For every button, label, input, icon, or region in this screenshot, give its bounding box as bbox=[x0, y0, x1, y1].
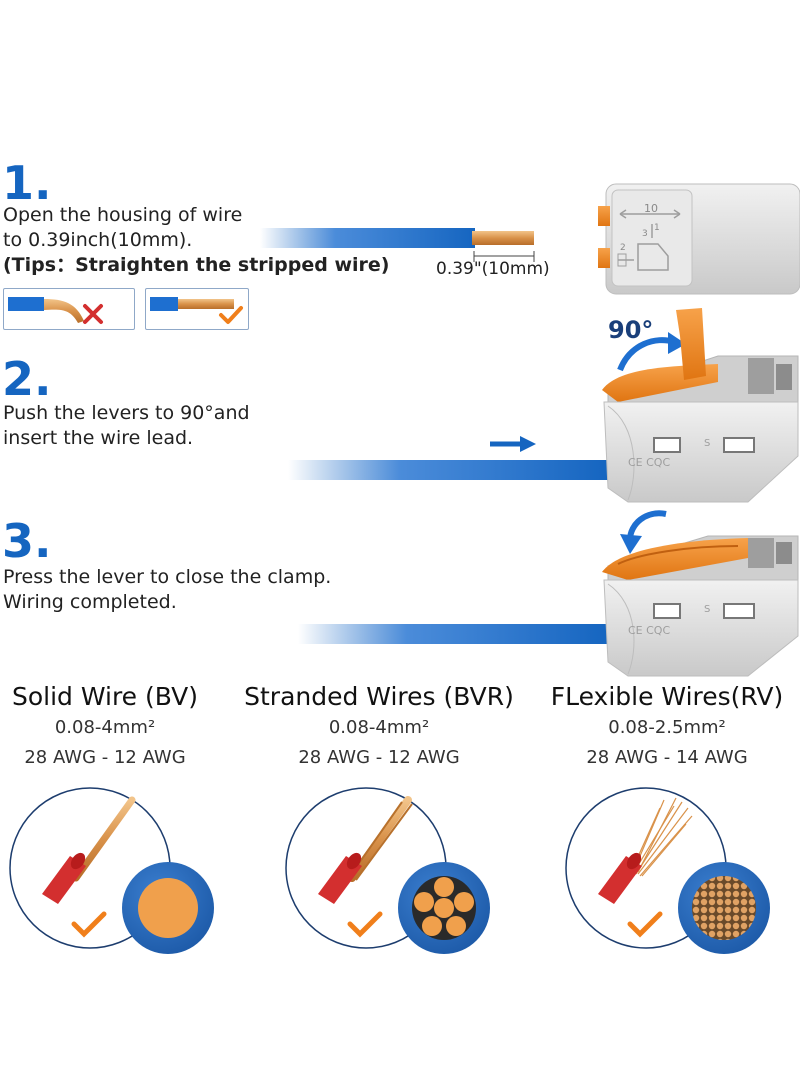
connector-top-view: 10 1 2 3 bbox=[598, 183, 800, 295]
connector-mark-1: 1 bbox=[654, 223, 660, 233]
arrow-right-icon bbox=[488, 434, 538, 454]
wire-type-title: Solid Wire (BV) bbox=[11, 682, 199, 711]
wire-type-awg: 28 AWG - 12 AWG bbox=[24, 747, 186, 768]
connector-mark-2: 2 bbox=[620, 243, 626, 253]
connector-open-lever: CE CQC S bbox=[602, 308, 799, 503]
connector-closed-lever: CE CQC S bbox=[602, 535, 799, 677]
step-3-wire bbox=[298, 624, 608, 644]
wire-type-flexible: FLexible Wires(RV) 0.08-2.5mm² 28 AWG - … bbox=[517, 682, 800, 773]
step-3-line-1: Press the lever to close the clamp. bbox=[3, 566, 332, 588]
angle-label: 90° bbox=[608, 316, 654, 344]
wire-type-title: Stranded Wires (BVR) bbox=[244, 682, 514, 711]
step-2-line-2: insert the wire lead. bbox=[3, 427, 194, 449]
wire-type-awg: 28 AWG - 14 AWG bbox=[586, 747, 748, 768]
step-2-wire bbox=[288, 460, 608, 480]
flexible-wire-illustration bbox=[565, 787, 770, 954]
curved-arrow-icon bbox=[616, 506, 672, 556]
wire-type-awg: 28 AWG - 12 AWG bbox=[298, 747, 460, 768]
wrong-strip-thumbnail bbox=[3, 288, 135, 330]
step-2-line-1: Push the levers to 90°and bbox=[3, 402, 250, 424]
step-1-line-2: to 0.39inch(10mm). bbox=[3, 229, 193, 251]
measure-label: 0.39"(10mm) bbox=[436, 259, 550, 279]
step-3-line-2: Wiring completed. bbox=[3, 591, 177, 613]
step-1-number: 1. bbox=[2, 156, 52, 210]
check-icon bbox=[347, 911, 383, 938]
step-1-text: Open the housing of wire to 0.39inch(10m… bbox=[3, 203, 389, 278]
housing-marks: CE CQC bbox=[628, 624, 670, 637]
wire-type-title: FLexible Wires(RV) bbox=[550, 682, 784, 711]
wire-type-section: 0.08-2.5mm² bbox=[608, 717, 726, 738]
wire-type-stranded: Stranded Wires (BVR) 0.08-4mm² 28 AWG - … bbox=[229, 682, 529, 773]
wire-type-section: 0.08-4mm² bbox=[54, 717, 156, 738]
cross-icon bbox=[82, 303, 104, 325]
housing-marks: CE CQC bbox=[628, 456, 670, 469]
step-2-text: Push the levers to 90°and insert the wir… bbox=[3, 401, 250, 451]
check-icon bbox=[627, 911, 663, 938]
step-1-wire-illustration bbox=[260, 228, 535, 262]
curved-arrow-icon bbox=[612, 326, 692, 376]
check-icon bbox=[218, 305, 244, 325]
stranded-wire-illustration bbox=[285, 787, 490, 954]
step-1-tip: (Tips：Straighten the stripped wire) bbox=[3, 254, 390, 276]
connector-scale-label: 10 bbox=[644, 202, 658, 215]
step-3-number: 3. bbox=[2, 514, 52, 568]
step-2-number: 2. bbox=[2, 352, 52, 406]
step-1-line-1: Open the housing of wire bbox=[3, 204, 243, 226]
wire-type-section: 0.08-4mm² bbox=[328, 717, 430, 738]
housing-letter: S bbox=[704, 438, 710, 449]
housing-letter: S bbox=[704, 604, 710, 615]
connector-mark-3: 3 bbox=[642, 229, 648, 239]
check-icon bbox=[71, 911, 107, 938]
right-strip-thumbnail bbox=[145, 288, 249, 330]
step-3-text: Press the lever to close the clamp. Wiri… bbox=[3, 565, 331, 615]
solid-wire-illustration bbox=[9, 787, 214, 954]
wire-type-solid: Solid Wire (BV) 0.08-4mm² 28 AWG - 12 AW… bbox=[0, 682, 255, 773]
